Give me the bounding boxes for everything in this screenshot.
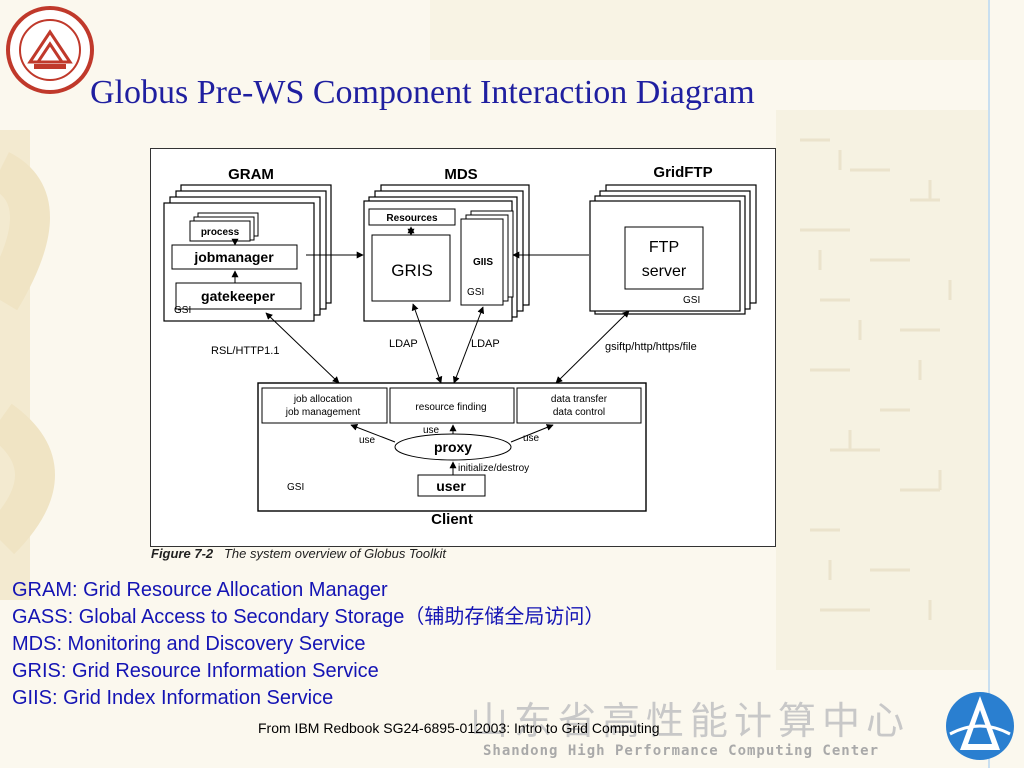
mds-gris-label: GRIS: [391, 261, 433, 280]
client-use-mid: use: [423, 425, 440, 436]
gram-box: [163, 184, 332, 322]
client-data-transfer: data transfer: [551, 394, 608, 405]
mds-box: [363, 184, 530, 322]
gsiftp-label: gsiftp/http/https/file: [605, 341, 697, 353]
gridftp-server-label: server: [642, 263, 687, 280]
client-use-right: use: [523, 433, 540, 444]
rsl-link: [265, 312, 340, 384]
caption-number: Figure 7-2: [151, 546, 214, 561]
source-citation: From IBM Redbook SG24-6895-012003: Intro…: [258, 720, 660, 736]
gram-gsi-label: GSI: [174, 305, 191, 316]
hpc-center-logo: [946, 692, 1014, 760]
right-border-line: [988, 0, 990, 768]
diagram-canvas: GRAM process jobmanager gatekeeper GSI M…: [163, 164, 757, 528]
figure-caption: Figure 7-2 The system overview of Globus…: [151, 546, 446, 561]
client-proxy: proxy: [434, 439, 472, 455]
component-diagram: GRAM process jobmanager gatekeeper GSI M…: [150, 148, 776, 547]
client-job-management: job management: [285, 407, 361, 418]
gram-title: GRAM: [228, 166, 274, 183]
hpc-watermark-cn: 山东省高性能计算中心: [470, 699, 911, 743]
client-data-control: data control: [553, 407, 605, 418]
mds-resources-label: Resources: [386, 213, 438, 224]
mds-gsi-label: GSI: [467, 287, 484, 298]
glossary-list: GRAM: Grid Resource Allocation Manager G…: [12, 577, 604, 712]
gridftp-title: GridFTP: [653, 164, 712, 181]
mds-title: MDS: [444, 166, 477, 183]
gridftp-ftp-label: FTP: [649, 239, 679, 256]
rsl-label: RSL/HTTP1.1: [211, 345, 279, 357]
gram-gatekeeper-label: gatekeeper: [201, 288, 275, 304]
client-resource-finding: resource finding: [415, 402, 486, 413]
hpc-watermark-en: Shandong High Performance Computing Cent…: [483, 743, 880, 759]
glossary-item-giis: GIIS: Grid Index Information Service: [12, 687, 334, 709]
gridftp-gsi-label: GSI: [683, 295, 700, 306]
client-use-left: use: [359, 435, 376, 446]
glossary-item-mds: MDS: Monitoring and Discovery Service: [12, 633, 366, 655]
glossary-item-gris: GRIS: Grid Resource Information Service: [12, 660, 379, 682]
university-logo: [6, 6, 94, 94]
gridftp-link: [555, 310, 630, 384]
ldap-left-label: LDAP: [389, 338, 418, 350]
client-title: Client: [431, 511, 473, 528]
client-box: [257, 382, 647, 512]
gram-process-label: process: [201, 227, 240, 238]
glossary-item-gass: GASS: Global Access to Secondary Storage…: [12, 606, 605, 628]
client-job-allocation: job allocation: [293, 394, 352, 405]
ldap-link-left: [411, 303, 443, 384]
mds-giis-label: GIIS: [473, 257, 493, 268]
client-user: user: [436, 478, 466, 494]
client-init-destroy: initialize/destroy: [458, 463, 529, 474]
gram-jobmanager-label: jobmanager: [193, 249, 274, 265]
gridftp-box: [589, 184, 757, 315]
caption-text: The system overview of Globus Toolkit: [223, 546, 447, 561]
slide-title: Globus Pre-WS Component Interaction Diag…: [90, 74, 755, 111]
ldap-link-right: [452, 306, 485, 384]
ldap-right-label: LDAP: [471, 338, 500, 350]
client-gsi-label: GSI: [287, 482, 304, 493]
glossary-item-gram: GRAM: Grid Resource Allocation Manager: [12, 579, 388, 601]
